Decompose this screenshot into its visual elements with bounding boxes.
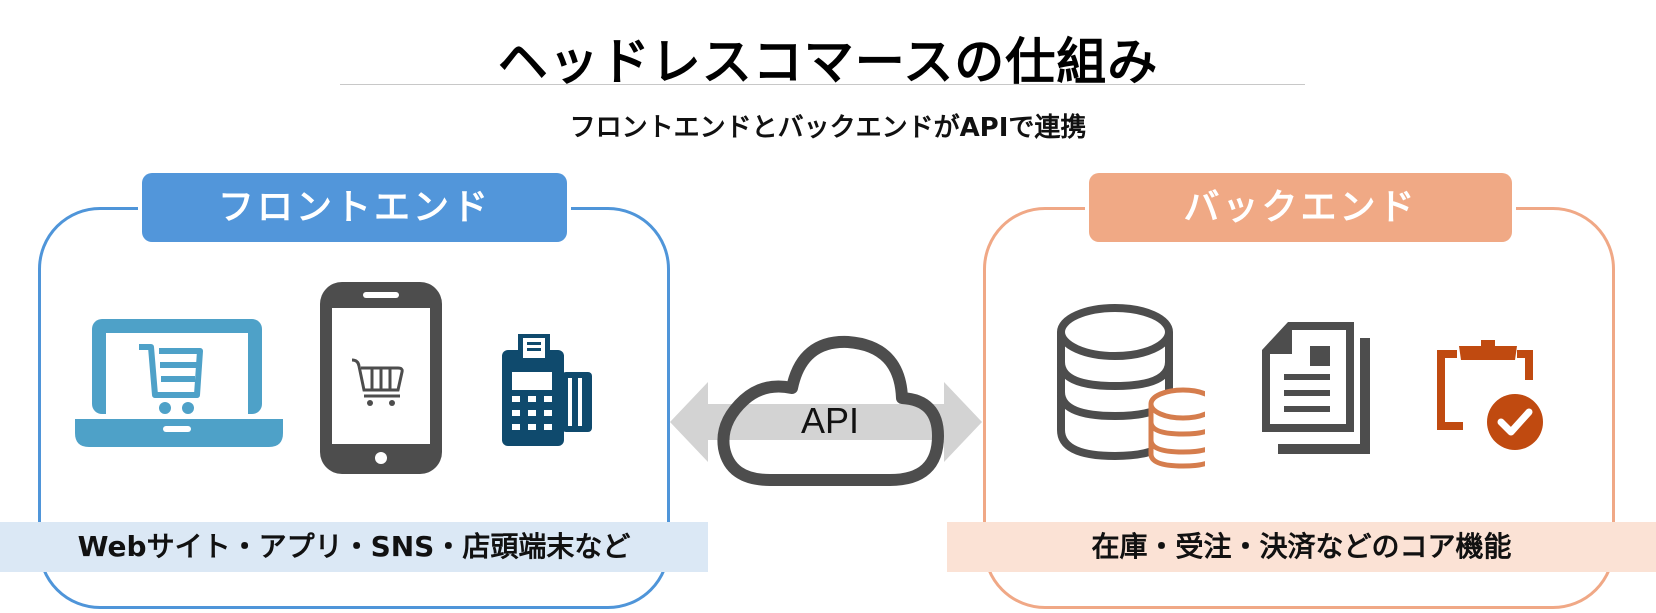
- api-label: API: [800, 400, 860, 441]
- title-divider: [340, 84, 1305, 85]
- documents-icon: [1262, 322, 1370, 454]
- payment-terminal-icon: [502, 334, 592, 446]
- clipboard-check-icon: [1437, 340, 1543, 450]
- page-title: ヘッドレスコマースの仕組み: [497, 33, 1159, 91]
- smartphone-cart-icon: [320, 282, 442, 474]
- laptop-cart-icon: [75, 319, 283, 447]
- page-subtitle: フロントエンドとバックエンドがAPIで連携: [569, 113, 1087, 143]
- cloud-icon: [717, 335, 944, 486]
- database-icon: [1057, 304, 1205, 469]
- backend-caption: 在庫・受注・決済などのコア機能: [947, 522, 1656, 572]
- backend-header: バックエンド: [1089, 173, 1512, 242]
- double-arrow-icon: [670, 382, 982, 462]
- frontend-caption: Webサイト・アプリ・SNS・店頭端末など: [0, 522, 708, 572]
- frontend-header: フロントエンド: [142, 173, 567, 242]
